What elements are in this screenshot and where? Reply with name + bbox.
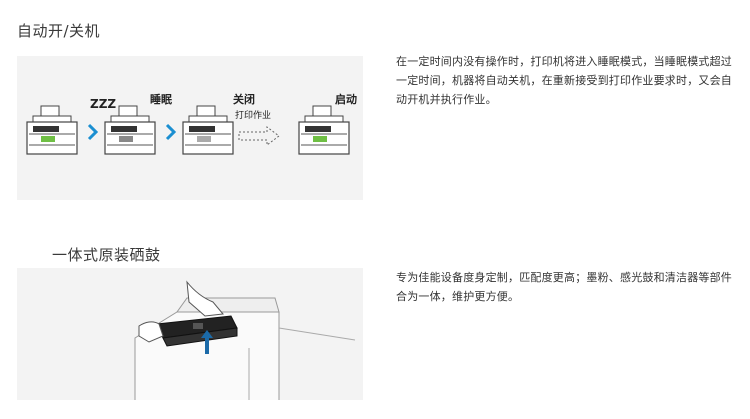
printer-sleep-icon [104, 105, 156, 155]
section-title-cartridge: 一体式原装硒鼓 [52, 246, 161, 264]
auto-power-diagram-panel: ZZZ 睡眠 关闭 打印作业 启动 [17, 56, 363, 200]
cartridge-illustration-panel [17, 268, 363, 400]
sleep-zzz-symbol: ZZZ [90, 97, 116, 111]
chevron-right-icon [87, 123, 99, 141]
cartridge-description: 专为佳能设备度身定制，匹配度更高；墨粉、感光鼓和清洁器等部件合为一体，维护更方便… [396, 271, 732, 303]
printer-off-icon [182, 105, 234, 155]
label-start: 启动 [335, 92, 357, 106]
label-off: 关闭 [233, 92, 255, 106]
hand-icon [186, 280, 224, 317]
auto-power-diagram: ZZZ 睡眠 关闭 打印作业 启动 [26, 92, 357, 155]
label-print-job: 打印作业 [235, 109, 271, 121]
printer-on-icon [26, 105, 78, 155]
section-title-auto-power: 自动开/关机 [17, 22, 101, 40]
printer-start-icon [298, 105, 350, 155]
print-job-arrow-icon [238, 126, 280, 146]
chevron-right-icon [165, 123, 177, 141]
auto-power-description: 在一定时间内没有操作时，打印机将进入睡眠模式，当睡眠模式超过一定时间，机器将自动… [396, 55, 732, 106]
insert-arrow-icon [201, 330, 213, 354]
cartridge-illustration [134, 280, 356, 400]
label-sleep: 睡眠 [150, 92, 172, 106]
hand-icon [138, 321, 164, 343]
